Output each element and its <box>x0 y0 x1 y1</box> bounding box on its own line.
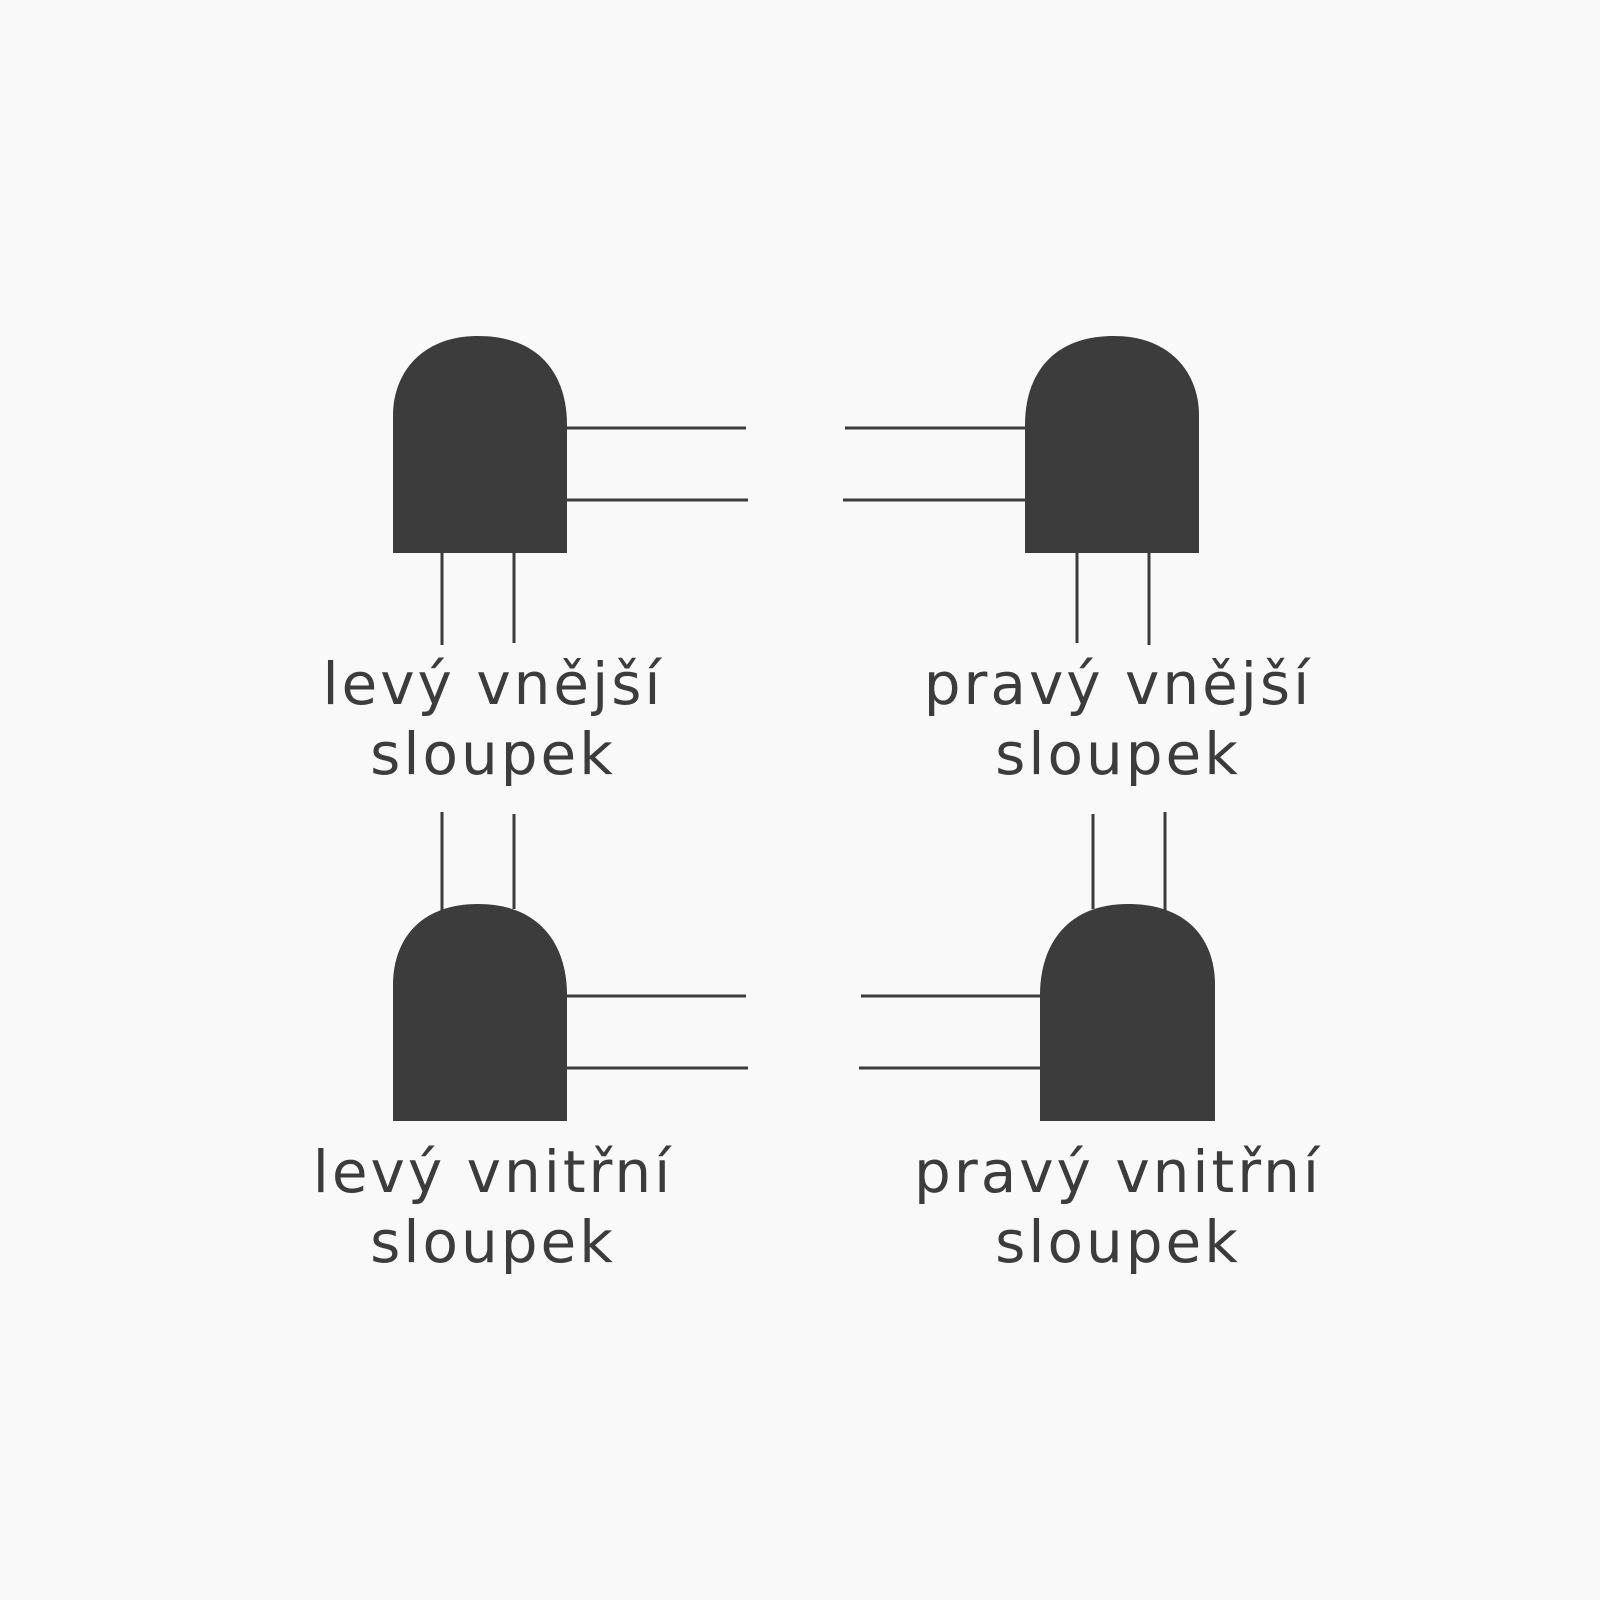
left-outer-post-label-line2: sloupek <box>370 720 616 788</box>
right-outer-post-label-line2: sloupek <box>995 720 1241 788</box>
right-inner-post-label-line2: sloupek <box>995 1208 1241 1276</box>
left-inner-post-label: levý vnitřní sloupek <box>283 1137 703 1277</box>
left-outer-post-label: levý vnější sloupek <box>283 649 703 789</box>
left-inner-post <box>393 812 748 1121</box>
right-inner-post-label: pravý vnitřní sloupek <box>908 1137 1328 1277</box>
left-inner-post-label-line1: levý vnitřní <box>312 1138 674 1206</box>
right-outer-post-label-line1: pravý vnější <box>923 650 1313 718</box>
right-outer-post-body <box>1025 336 1199 553</box>
right-inner-post-body <box>1040 904 1215 1121</box>
left-outer-post-body <box>393 336 567 553</box>
right-inner-post-label-line1: pravý vnitřní <box>914 1138 1322 1206</box>
left-outer-post-label-line1: levý vnější <box>322 650 664 718</box>
left-inner-post-label-line2: sloupek <box>370 1208 616 1276</box>
left-outer-post <box>393 336 748 645</box>
right-outer-post <box>843 336 1199 645</box>
left-inner-post-body <box>393 904 567 1121</box>
right-inner-post <box>859 812 1215 1121</box>
right-outer-post-label: pravý vnější sloupek <box>908 649 1328 789</box>
